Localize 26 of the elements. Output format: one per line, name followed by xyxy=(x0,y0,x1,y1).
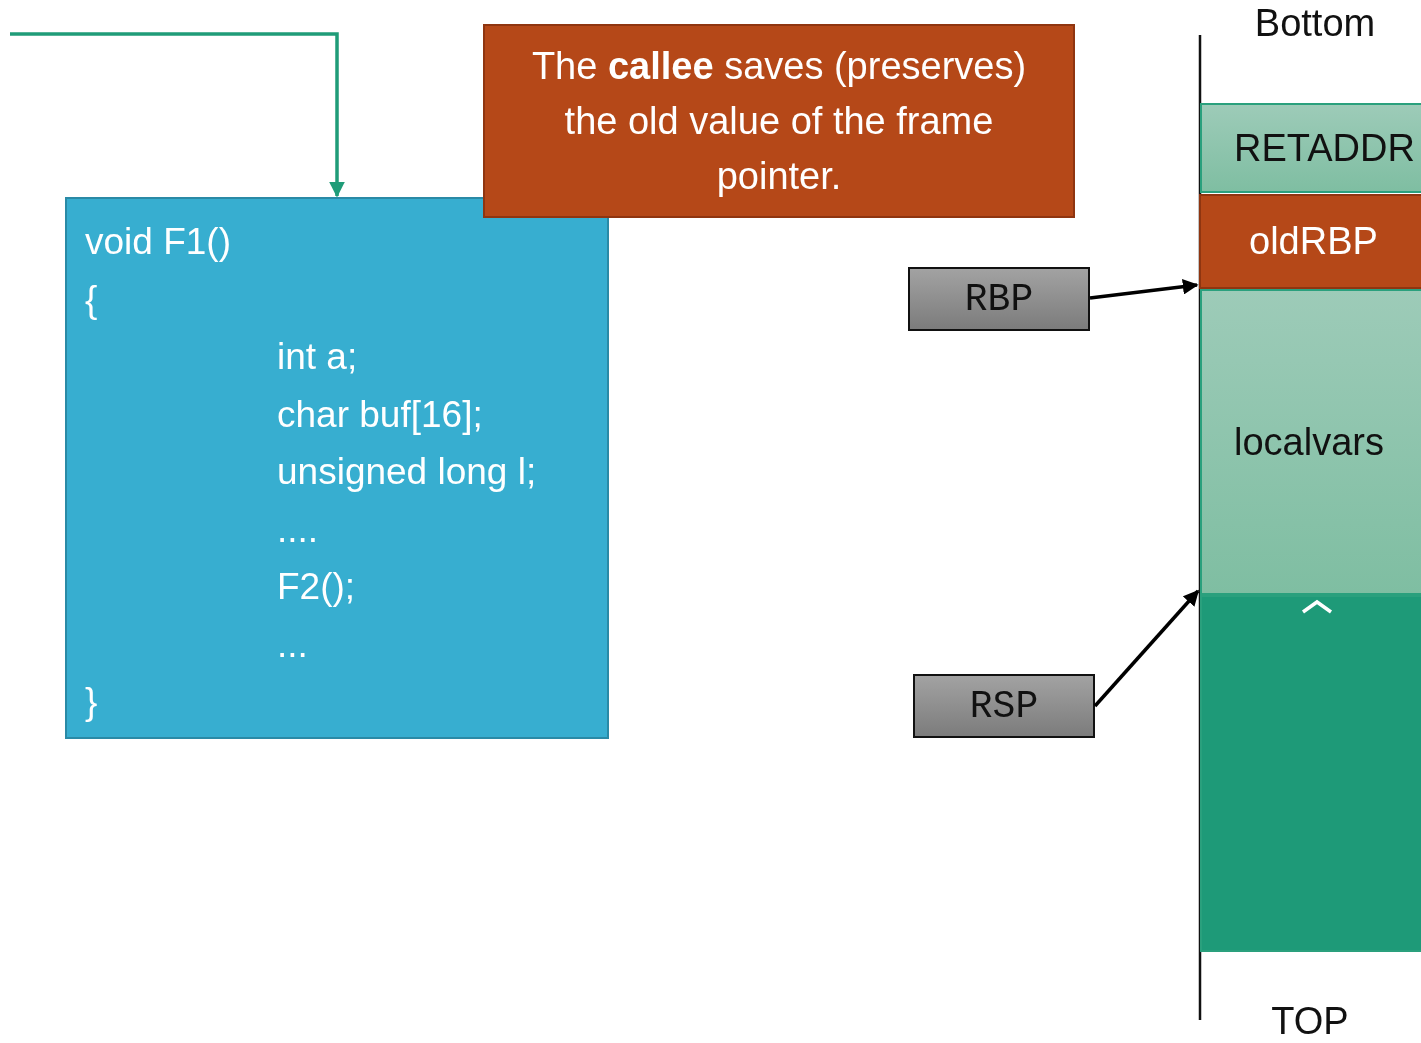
slot-label: oldRBP xyxy=(1249,220,1378,263)
stack-slot xyxy=(1199,194,1421,289)
slot-label: RETADDR xyxy=(1234,126,1415,170)
code-line: } xyxy=(85,680,98,724)
code-line: .... xyxy=(276,507,319,552)
axis-end-label: TOP xyxy=(1270,1000,1350,1043)
code-line: unsigned long l; xyxy=(276,450,537,494)
register-box: RSP xyxy=(913,674,1095,738)
callout-box xyxy=(483,24,1075,218)
code-line: F2(); xyxy=(276,565,356,609)
register-box: RBP xyxy=(908,267,1090,331)
code-line: int a; xyxy=(276,335,358,379)
arrow xyxy=(1089,278,1199,300)
code-line: char buf[16]; xyxy=(276,392,483,437)
callout-text: The callee saves (preserves) the old value of the frame pointer. xyxy=(530,43,1028,199)
code-box xyxy=(65,197,609,739)
stack-slot xyxy=(1200,103,1421,193)
stack-area xyxy=(1200,595,1421,952)
axis-end-label: Bottom xyxy=(1253,2,1377,45)
code-line: ... xyxy=(276,622,308,667)
stack-slot xyxy=(1200,289,1421,595)
arrow xyxy=(1093,589,1200,708)
arrow xyxy=(10,32,345,198)
slot-label: localvars xyxy=(1234,420,1384,464)
code-line: { xyxy=(85,277,98,322)
code-line: void F1() xyxy=(85,220,231,264)
